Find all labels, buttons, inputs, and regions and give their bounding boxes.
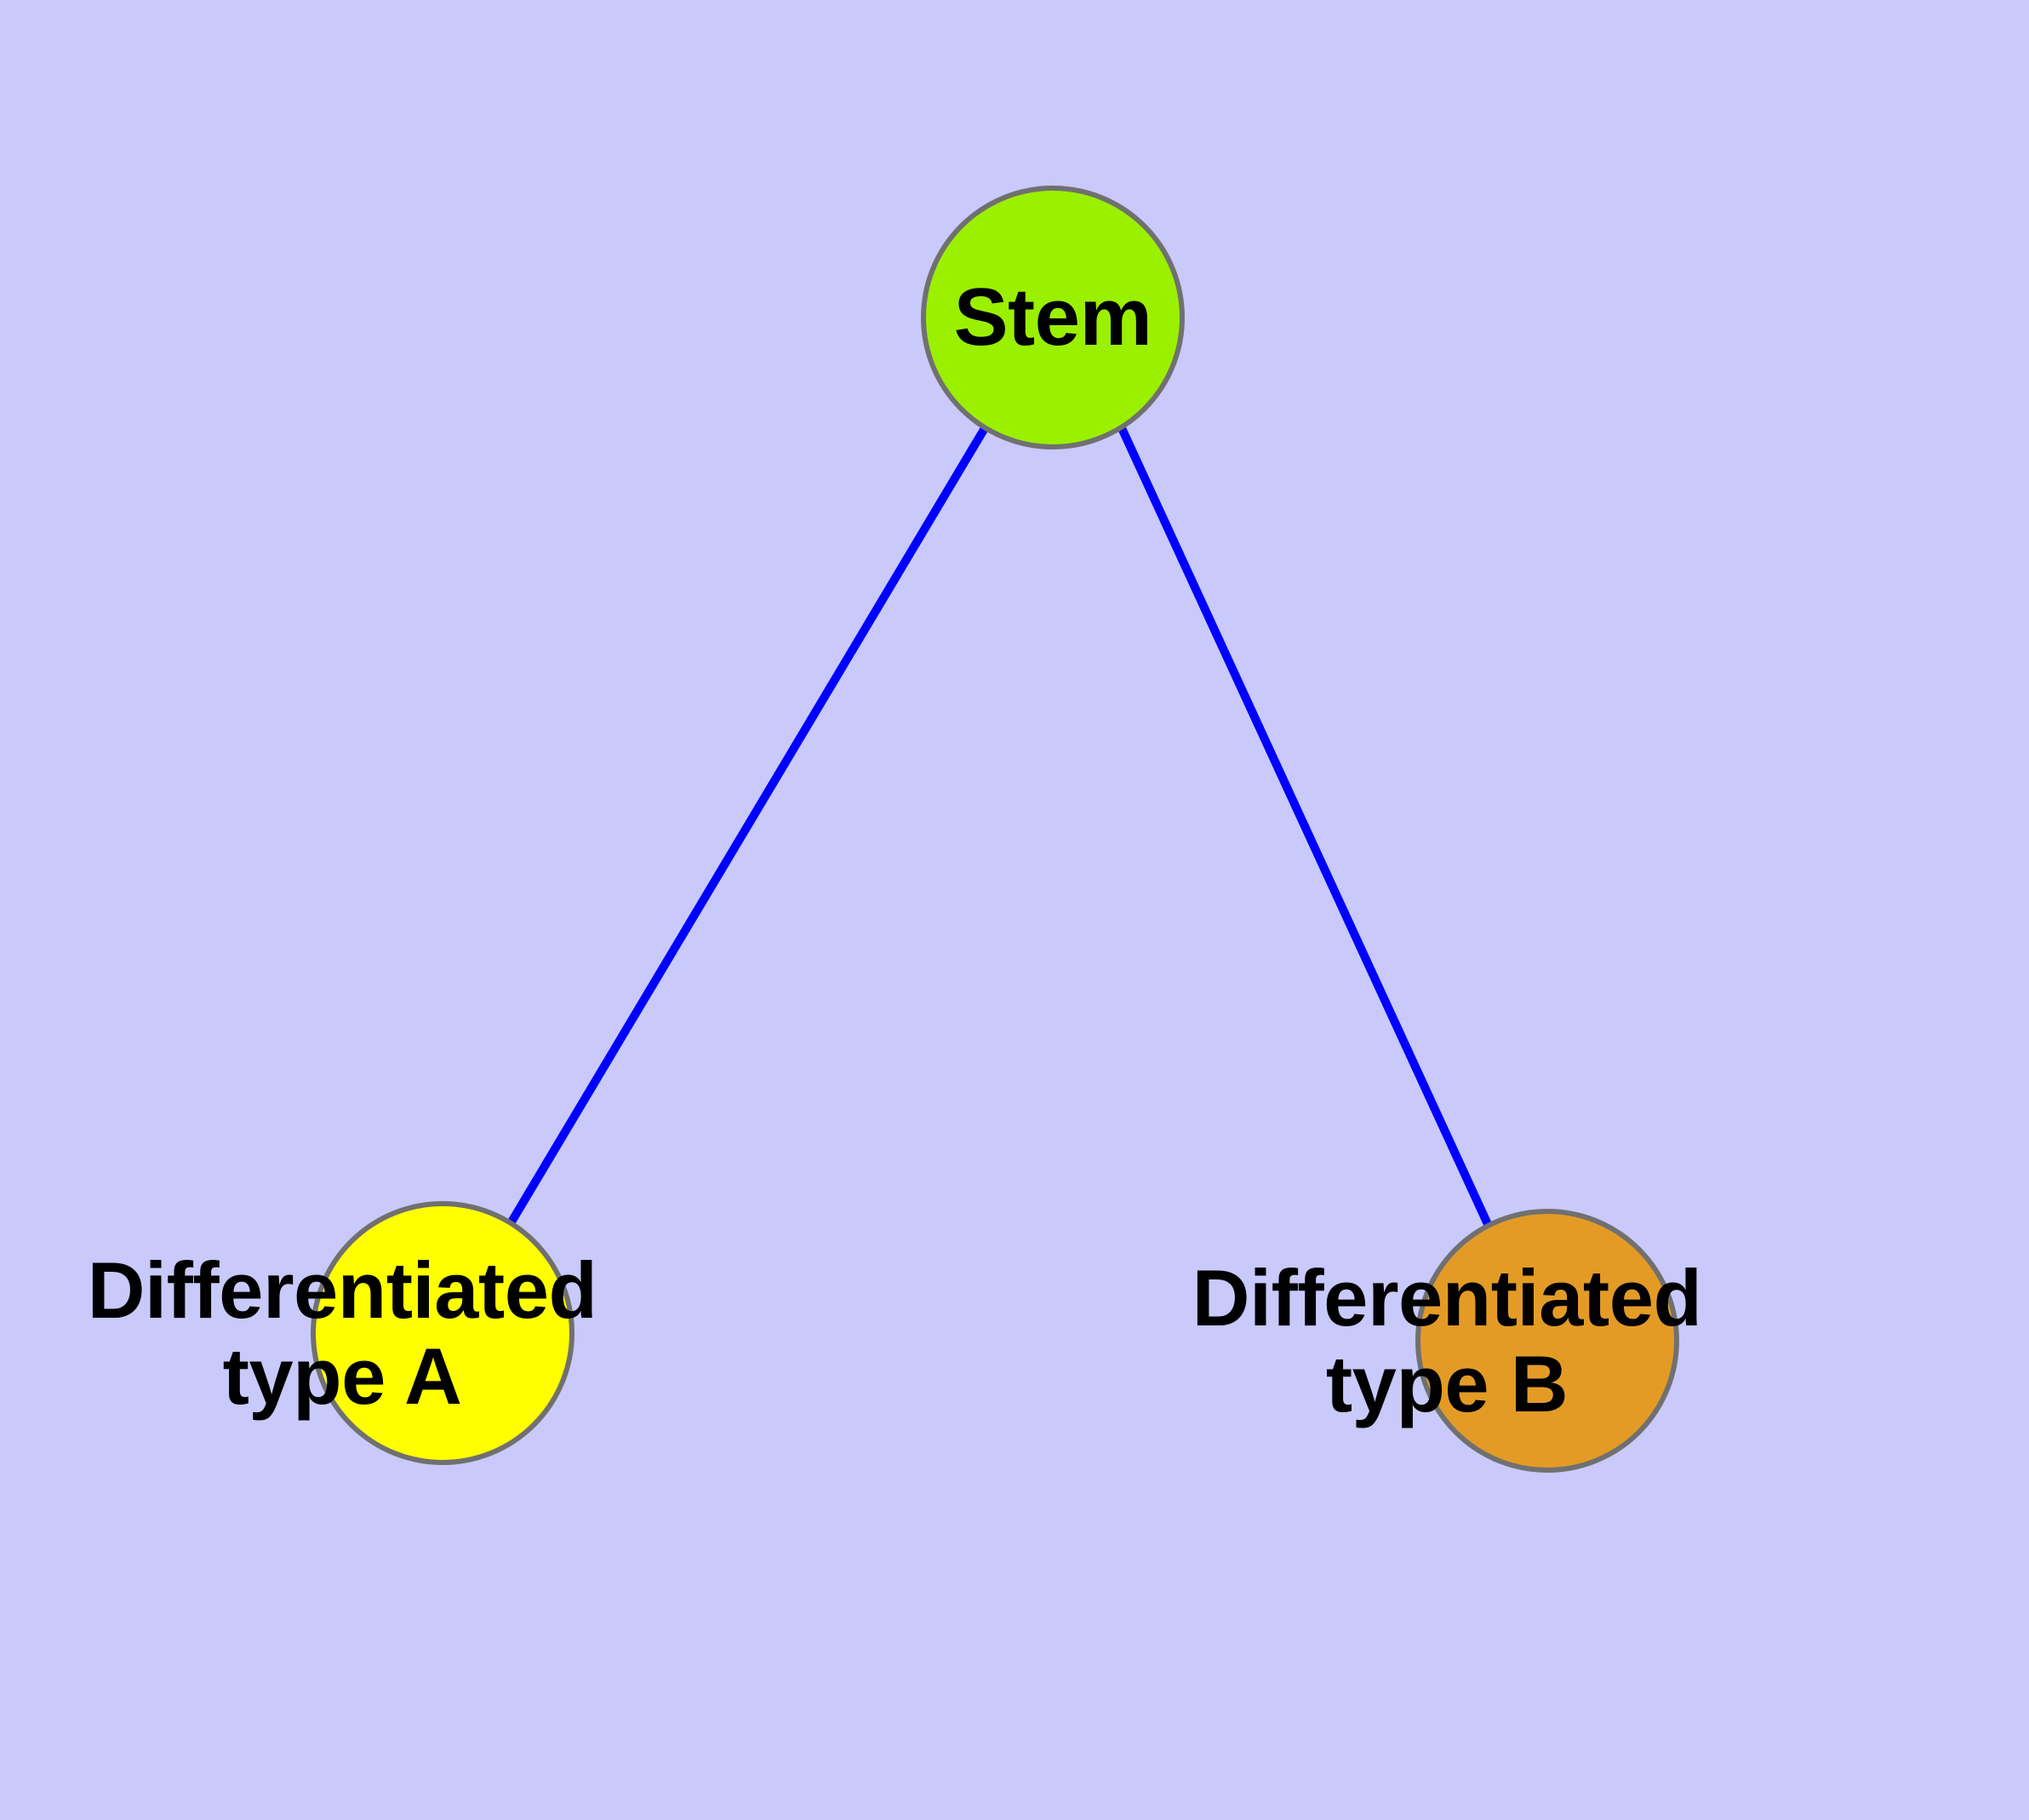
- node-differentiated-type-a[interactable]: [311, 1201, 574, 1465]
- edge-layer: [506, 426, 1492, 1227]
- edge-stem-to-differentiated-type-a: [506, 426, 989, 1226]
- edge-stem-to-differentiated-type-b: [1117, 426, 1492, 1227]
- node-layer: [311, 186, 1679, 1473]
- node-differentiated-type-b[interactable]: [1415, 1209, 1679, 1473]
- node-stem[interactable]: [921, 186, 1185, 449]
